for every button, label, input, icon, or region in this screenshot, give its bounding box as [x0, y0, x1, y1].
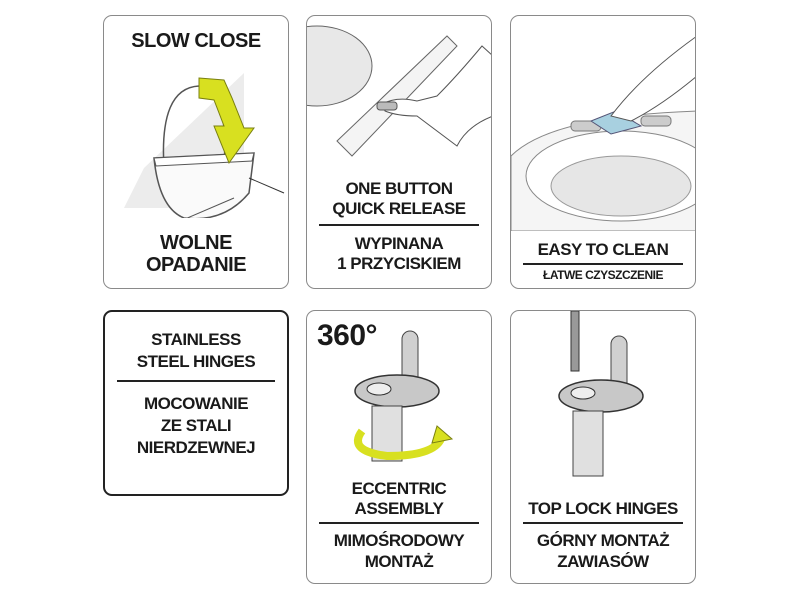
title-pl-2: OPADANIE	[145, 254, 247, 276]
title-pl-3: NIERDZEWNEJ	[136, 438, 256, 457]
divider	[117, 380, 275, 382]
panel-quick-release: ONE BUTTON QUICK RELEASE WYPINANA 1 PRZY…	[306, 15, 492, 289]
title-pl-1: MIMOŚRODOWY	[333, 531, 465, 550]
title-pl-2: ZE STALI	[160, 416, 232, 435]
title-pl-2: ZAWIASÓW	[557, 552, 649, 571]
title-pl-2: 1 PRZYCISKIEM	[337, 254, 461, 273]
rotation-badge: 360°	[317, 319, 378, 352]
title-pl-1: WYPINANA	[354, 234, 444, 253]
title-pl: ŁATWE CZYSZCZENIE	[543, 268, 663, 282]
top-lock-hinge-illustration	[558, 311, 644, 477]
panel-slow-close: SLOW CLOSE WOLNE OPADANIE	[103, 15, 289, 289]
title-en: SLOW CLOSE	[131, 30, 261, 52]
divider	[523, 263, 683, 265]
panel-eccentric-assembly: 360° ECCENTRIC ASSEMBLY MIMOŚRODOWY MONT…	[306, 310, 492, 584]
divider	[523, 522, 683, 524]
title-en-1: ECCENTRIC	[351, 479, 447, 498]
panel-easy-clean: EASY TO CLEAN ŁATWE CZYSZCZENIE	[510, 15, 696, 289]
title-pl-1: WOLNE	[160, 232, 232, 254]
title-en-1: STAINLESS	[151, 330, 241, 349]
divider	[319, 522, 479, 524]
title-en-2: ASSEMBLY	[354, 499, 444, 518]
title-pl-1: MOCOWANIE	[143, 394, 249, 413]
hand-button-illustration	[307, 25, 491, 157]
title-en: EASY TO CLEAN	[537, 240, 669, 259]
title-en-2: STEEL HINGES	[136, 352, 256, 371]
panel-stainless-steel: STAINLESS STEEL HINGES MOCOWANIE ZE STAL…	[103, 310, 289, 496]
title-pl-1: GÓRNY MONTAŻ	[536, 531, 670, 550]
toilet-slow-close-illustration	[124, 73, 285, 218]
title-en-2: QUICK RELEASE	[332, 199, 466, 218]
title-en: TOP LOCK HINGES	[528, 499, 678, 518]
eccentric-hinge-illustration	[353, 330, 454, 462]
panel-top-lock-hinges: TOP LOCK HINGES GÓRNY MONTAŻ ZAWIASÓW	[510, 310, 696, 584]
title-pl-2: MONTAŻ	[364, 552, 434, 571]
title-en-1: ONE BUTTON	[345, 179, 453, 198]
cleaning-illustration	[511, 36, 695, 231]
divider	[319, 224, 479, 226]
